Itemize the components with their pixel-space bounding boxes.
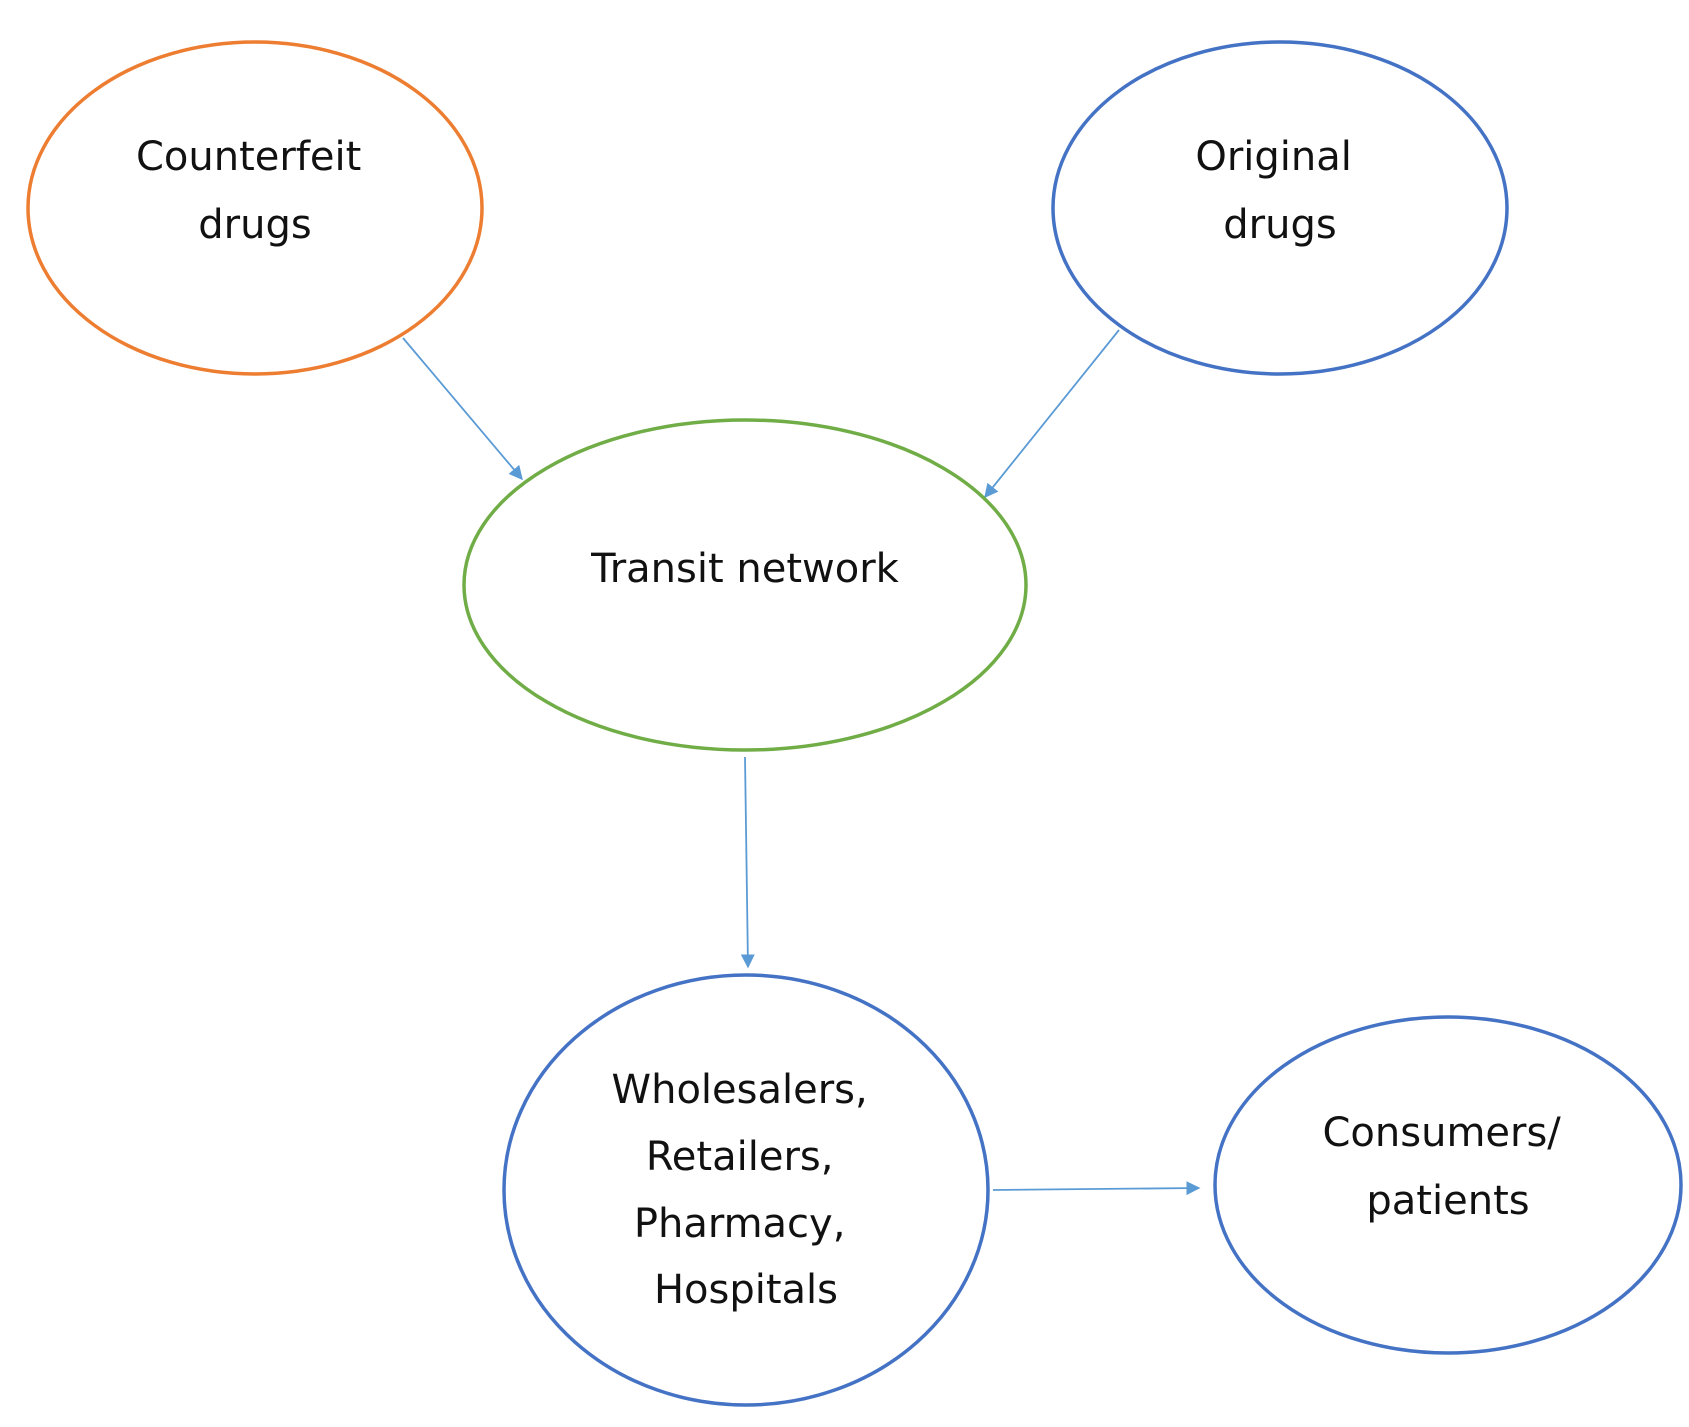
node-counterfeit-drugs-ellipse (26, 40, 484, 376)
node-distribution-label-line: Wholesalers, (612, 1067, 868, 1113)
arrow-original-to-transit (984, 329, 1120, 499)
node-original-drugs: Original drugs (1051, 40, 1509, 376)
node-distribution-ellipse (502, 973, 990, 1407)
node-distribution-label-line: Hospitals (654, 1267, 838, 1313)
node-original-drugs-label-line: Original (1195, 134, 1352, 180)
node-transit-network-label: Transit network (590, 546, 899, 592)
node-consumers-patients-ellipse (1213, 1015, 1683, 1355)
node-transit-network-ellipse (462, 418, 1028, 752)
edges (402, 329, 1201, 1196)
node-distribution-label-line: Retailers, (646, 1134, 834, 1180)
node-distribution-label-line: Pharmacy, (634, 1201, 846, 1247)
node-distribution: Wholesalers, Retailers, Pharmacy, Hospit… (502, 973, 990, 1407)
node-counterfeit-drugs-label-line: Counterfeit (136, 134, 361, 180)
node-consumers-patients: Consumers/ patients (1213, 1015, 1683, 1355)
node-original-drugs-label: Original drugs (1195, 134, 1364, 248)
arrow-distribution-to-consumers (992, 1181, 1201, 1196)
node-counterfeit-drugs-label-line: drugs (198, 202, 311, 248)
node-transit-network-label-line: Transit network (590, 546, 899, 592)
node-transit-network: Transit network (462, 418, 1028, 752)
node-counterfeit-drugs-label: Counterfeit drugs (136, 134, 374, 248)
node-consumers-patients-label-line: patients (1366, 1178, 1529, 1224)
arrow-counterfeit-to-transit (402, 337, 523, 481)
node-distribution-label: Wholesalers, Retailers, Pharmacy, Hospit… (612, 1067, 881, 1313)
node-counterfeit-drugs: Counterfeit drugs (26, 40, 484, 376)
node-consumers-patients-label-line: Consumers/ (1323, 1110, 1562, 1156)
node-original-drugs-ellipse (1051, 40, 1509, 376)
node-consumers-patients-label: Consumers/ patients (1323, 1110, 1574, 1224)
node-original-drugs-label-line: drugs (1223, 202, 1336, 248)
arrow-transit-to-distribution (740, 756, 755, 969)
